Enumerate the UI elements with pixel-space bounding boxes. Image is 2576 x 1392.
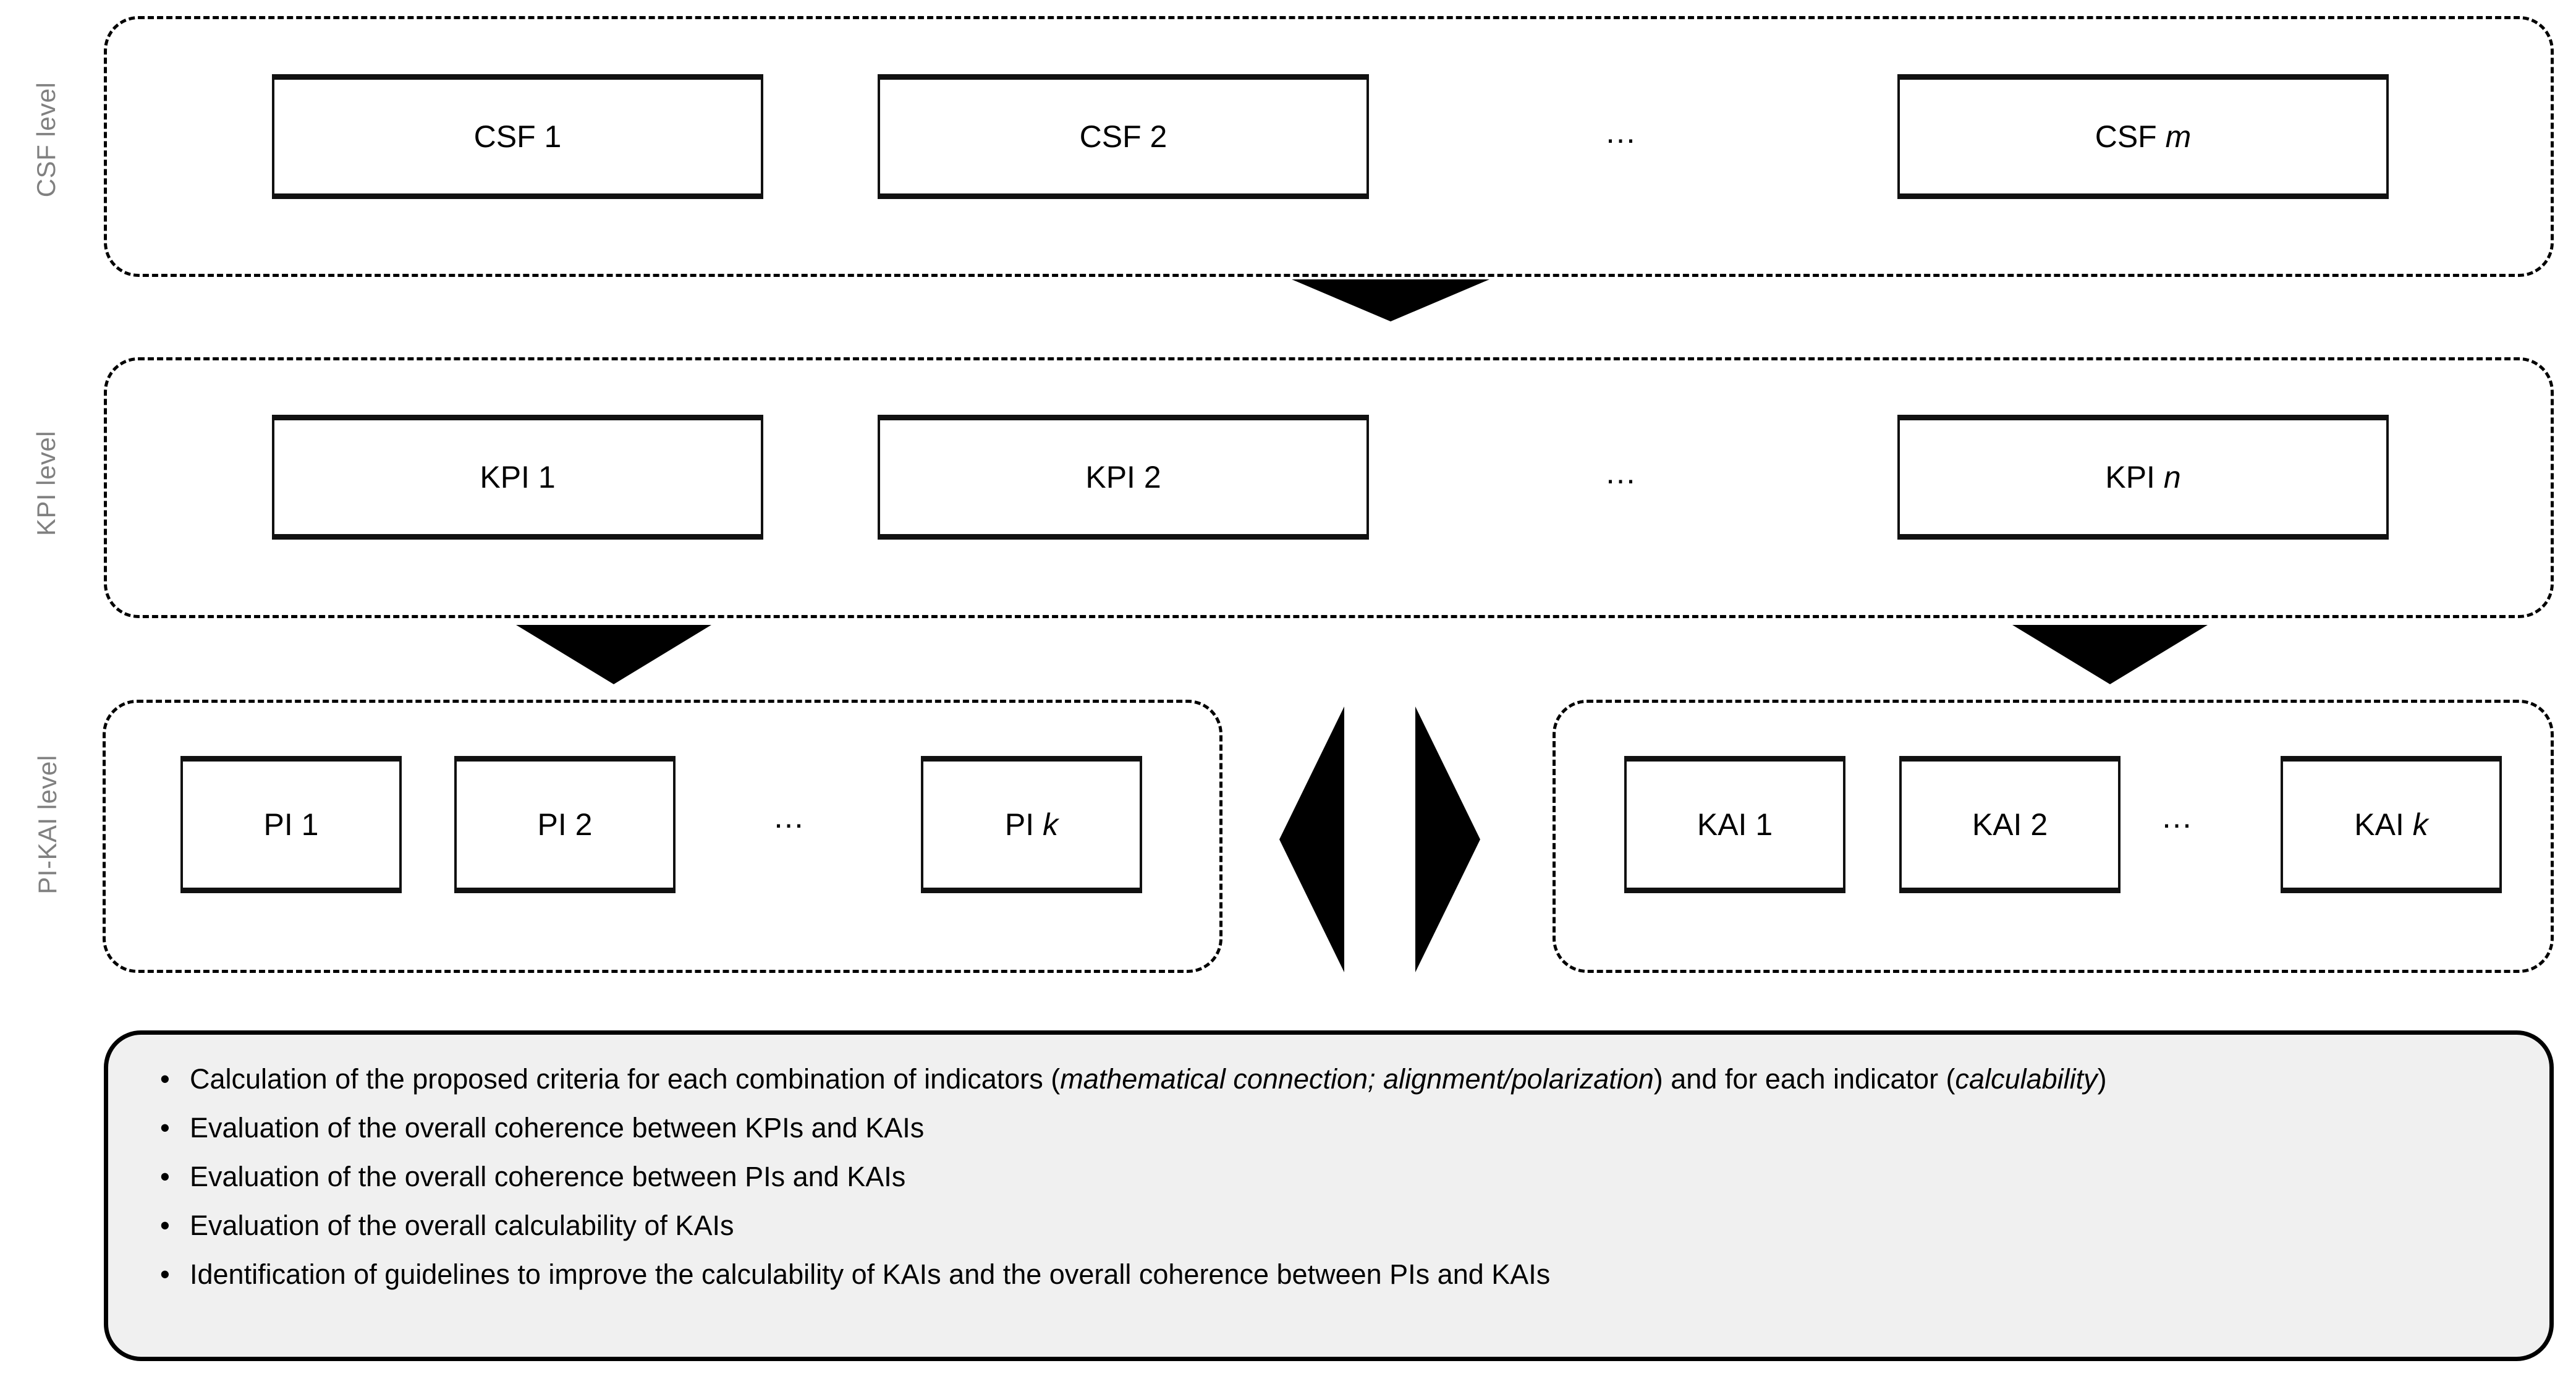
pi-group-ellipsis: … [773,799,807,835]
kai-box-2-label: KAI 2 [1972,807,2048,842]
summary-bullet-item: Evaluation of the overall coherence betw… [151,1153,2506,1200]
summary-bullet-item: Identification of guidelines to improve … [151,1251,2506,1298]
kpi-box-n-label: KPI n [2105,460,2181,494]
csf-box-1-label: CSF 1 [473,119,562,154]
csf-box-2[interactable]: CSF 2 [878,77,1369,196]
pi-box-2[interactable]: PI 2 [454,759,676,890]
kpi-level-group [104,357,2554,618]
summary-bullet-item: Evaluation of the overall coherence betw… [151,1105,2506,1152]
kpi-box-1-label: KPI 1 [480,460,556,494]
kai-box-2[interactable]: KAI 2 [1899,759,2121,890]
kpi-box-2[interactable]: KPI 2 [878,418,1369,537]
kai-box-k-label: KAI k [2354,807,2428,842]
csf-box-m-label: CSF m [2095,119,2192,154]
kai-box-1[interactable]: KAI 1 [1624,759,1845,890]
summary-text: ) [2097,1063,2107,1095]
level-label-csf: CSF level [32,82,61,198]
summary-text: ) and for each indicator ( [1653,1063,1955,1095]
kai-box-1-label: KAI 1 [1697,807,1773,842]
summary-text: Calculation of the proposed criteria for… [190,1063,1061,1095]
kpi-row-ellipsis: … [1604,455,1639,491]
kai-group [1553,700,2554,973]
summary-text: Evaluation of the overall calculability … [190,1210,734,1241]
summary-bullet-item: Evaluation of the overall calculability … [151,1202,2506,1249]
pi-group [103,700,1222,973]
arrow-pi-kai-link-right-icon [1415,707,1480,972]
csf-level-group [104,16,2554,277]
pi-box-1[interactable]: PI 1 [180,759,402,890]
summary-text: Evaluation of the overall coherence betw… [190,1161,906,1192]
pi-box-k[interactable]: PI k [921,759,1142,890]
pi-box-1-label: PI 1 [263,807,319,842]
summary-bullet-list: Calculation of the proposed criteria for… [108,1035,2549,1298]
summary-text: Identification of guidelines to improve … [190,1258,1551,1290]
pi-box-k-label: PI k [1004,807,1059,842]
csf-box-2-label: CSF 2 [1079,119,1167,154]
kpi-box-1[interactable]: KPI 1 [272,418,763,537]
pi-box-2-label: PI 2 [537,807,593,842]
arrow-csf-to-kpi-icon [1292,279,1489,321]
kai-group-ellipsis: … [2161,799,2195,835]
summary-panel: Calculation of the proposed criteria for… [104,1030,2554,1361]
level-label-pikai: PI-KAI level [33,755,62,894]
csf-row-ellipsis: … [1604,114,1639,150]
csf-box-m[interactable]: CSF m [1897,77,2389,196]
kpi-box-2-label: KPI 2 [1085,460,1161,494]
arrow-kpi-to-pi-icon [516,625,711,684]
kpi-box-n[interactable]: KPI n [1897,418,2389,537]
summary-emphasis-text: mathematical connection; alignment/polar… [1060,1063,1654,1095]
arrow-pi-kai-link-left-icon [1279,707,1344,972]
summary-text: Evaluation of the overall coherence betw… [190,1112,925,1144]
csf-box-1[interactable]: CSF 1 [272,77,763,196]
summary-bullet-item: Calculation of the proposed criteria for… [151,1056,2506,1103]
arrow-kpi-to-kai-icon [2012,625,2208,684]
kai-box-k[interactable]: KAI k [2281,759,2502,890]
level-label-kpi: KPI level [32,430,61,537]
summary-emphasis-text: calculability [1955,1063,2098,1095]
